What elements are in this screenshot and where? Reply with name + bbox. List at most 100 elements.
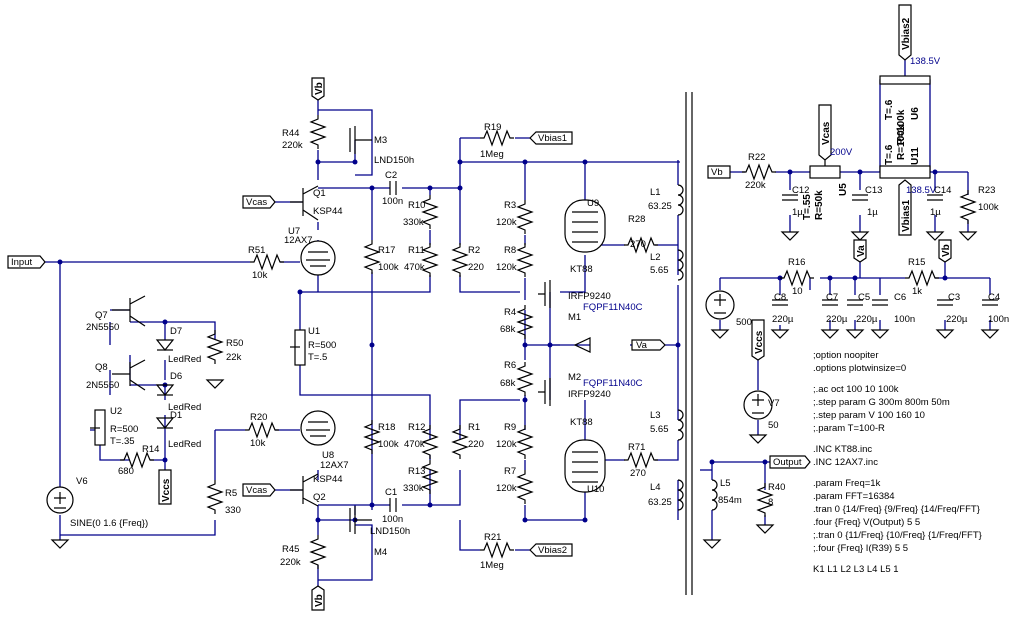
label-R2: R2	[468, 245, 480, 256]
value-R50: 22k	[226, 352, 242, 363]
directive-line: .INC KT88.inc	[813, 444, 872, 455]
svg-text:Vbias1: Vbias1	[901, 199, 912, 232]
label-R7: R7	[504, 466, 516, 477]
svg-text:Vcas: Vcas	[821, 121, 832, 145]
directive-line: .INC 12AX7.inc	[813, 457, 878, 468]
label-R28: R28	[628, 214, 645, 225]
label-R20: R20	[250, 412, 267, 423]
svg-text:Vcas: Vcas	[246, 485, 267, 496]
value-U8: 12AX7	[320, 460, 349, 471]
value-R5: 330	[225, 505, 241, 516]
svg-text:Vbias2: Vbias2	[538, 545, 567, 556]
temp-U11: T=.6	[884, 144, 895, 165]
value-L2: 5.65	[650, 265, 669, 276]
voltage-138-mid: 138.5V	[906, 185, 937, 196]
value-R28: 270	[630, 239, 646, 250]
net-flag-va-center: Va	[631, 339, 666, 351]
net-flags: Input Vb Vcas Vbias1 Va Vccs Vcas Vbias	[7, 4, 952, 611]
svg-text:Vb: Vb	[711, 167, 723, 178]
label-R50: R50	[226, 338, 243, 349]
label-C2: C2	[385, 170, 397, 181]
transistor-symbols	[112, 126, 591, 534]
value-R3: 120k	[496, 217, 517, 228]
net-flag-output: Output	[769, 455, 811, 469]
net-flag-vcas-top: Vcas	[242, 195, 276, 209]
label-M4: M4	[374, 547, 387, 558]
value-R7: 120k	[496, 483, 517, 494]
net-flag-vccs-right: Vccs	[751, 319, 765, 361]
label-D7: D7	[170, 326, 182, 337]
value-U11: R=100k	[896, 124, 907, 160]
label-U10: U10	[587, 484, 604, 495]
label-R21: R21	[484, 532, 501, 543]
label-U1: U1	[308, 326, 320, 337]
label-R16: R16	[788, 257, 805, 268]
label-C4: C4	[988, 292, 1000, 303]
directive-line: ;.step param G 300m 800m 50m	[813, 397, 950, 408]
pot-led-source-symbols	[46, 75, 931, 514]
label-R23: R23	[978, 185, 995, 196]
label-C7: C7	[826, 292, 838, 303]
label-M2: M2	[568, 372, 581, 383]
svg-text:Vccs: Vccs	[754, 330, 765, 354]
model-M1: FQPF11N40C	[583, 302, 643, 313]
value-V-supply: 500	[736, 317, 752, 328]
label-L3: L3	[650, 410, 661, 421]
value-U1: R=500	[308, 340, 336, 351]
value-V6: SINE(0 1.6 {Freq})	[70, 518, 148, 529]
label-C12: C12	[792, 185, 809, 196]
value-C2: 100n	[382, 196, 403, 207]
label-C13: C13	[865, 185, 882, 196]
svg-text:Vccs: Vccs	[161, 478, 172, 502]
svg-text:Vcas: Vcas	[246, 197, 267, 208]
directive-line: ;.four {Freq} I(R39) 5 5	[813, 543, 908, 554]
directive-line: .four {Freq} V(Output) 5 5	[813, 517, 920, 528]
value-U10: KT88	[570, 417, 593, 428]
label-R14: R14	[142, 444, 159, 455]
directive-line: ;.tran 0 {11/Freq} {10/Freq} {1/Freq/FFT…	[813, 530, 982, 541]
value-L3: 5.65	[650, 424, 669, 435]
label-R4: R4	[504, 307, 516, 318]
value-R44: 220k	[282, 140, 303, 151]
label-C8: C8	[774, 292, 786, 303]
value-R45: 220k	[280, 557, 301, 568]
directive-line: ;.param T=100-R	[813, 423, 885, 434]
value-C13: 1µ	[867, 207, 878, 218]
value-Q8: 2N5550	[86, 380, 119, 391]
net-flag-vccs-left: Vccs	[158, 469, 172, 505]
label-Q7: Q7	[95, 310, 108, 321]
label-R11: R11	[408, 245, 425, 256]
value-R2: 220	[468, 262, 484, 273]
voltage-200: 200V	[830, 147, 853, 158]
value-Q1: KSP44	[313, 206, 343, 217]
value-R21: 1Meg	[480, 560, 504, 571]
svg-text:Va: Va	[856, 245, 867, 257]
directive-line: K1 L1 L2 L3 L4 L5 1	[813, 564, 899, 575]
value-C14: 1µ	[930, 207, 941, 218]
value-C12: 1µ	[792, 207, 803, 218]
label-R19: R19	[484, 122, 501, 133]
label-C3: C3	[948, 292, 960, 303]
tube-symbols	[300, 199, 606, 493]
label-R13: R13	[408, 466, 425, 477]
net-flag-vbias2-right: Vbias2	[898, 4, 912, 61]
svg-text:Vb: Vb	[314, 594, 325, 607]
value-C8: 220µ	[772, 314, 794, 325]
value-U7: 12AX7	[284, 235, 313, 246]
label-R17: R17	[378, 245, 395, 256]
value-C1: 100n	[382, 514, 403, 525]
directive-line: ;.step param V 100 160 10	[813, 410, 925, 421]
label-M1: M1	[568, 312, 581, 323]
value-R10: 330k	[403, 217, 424, 228]
spice-directives: ;option noopiter.options plotwinsize=0;.…	[813, 350, 982, 575]
label-R10: R10	[408, 200, 425, 211]
capacitor-symbols	[389, 181, 998, 512]
value-M3: LND150h	[374, 155, 414, 166]
value-R12: 470k	[404, 439, 425, 450]
net-flag-vbias1: Vbias1	[529, 131, 573, 145]
temp-U6: T=.6	[884, 99, 895, 120]
label-Q8: Q8	[95, 362, 108, 373]
value-R51: 10k	[252, 270, 268, 281]
value-R17: 100k	[378, 262, 399, 273]
label-M3: M3	[374, 135, 387, 146]
